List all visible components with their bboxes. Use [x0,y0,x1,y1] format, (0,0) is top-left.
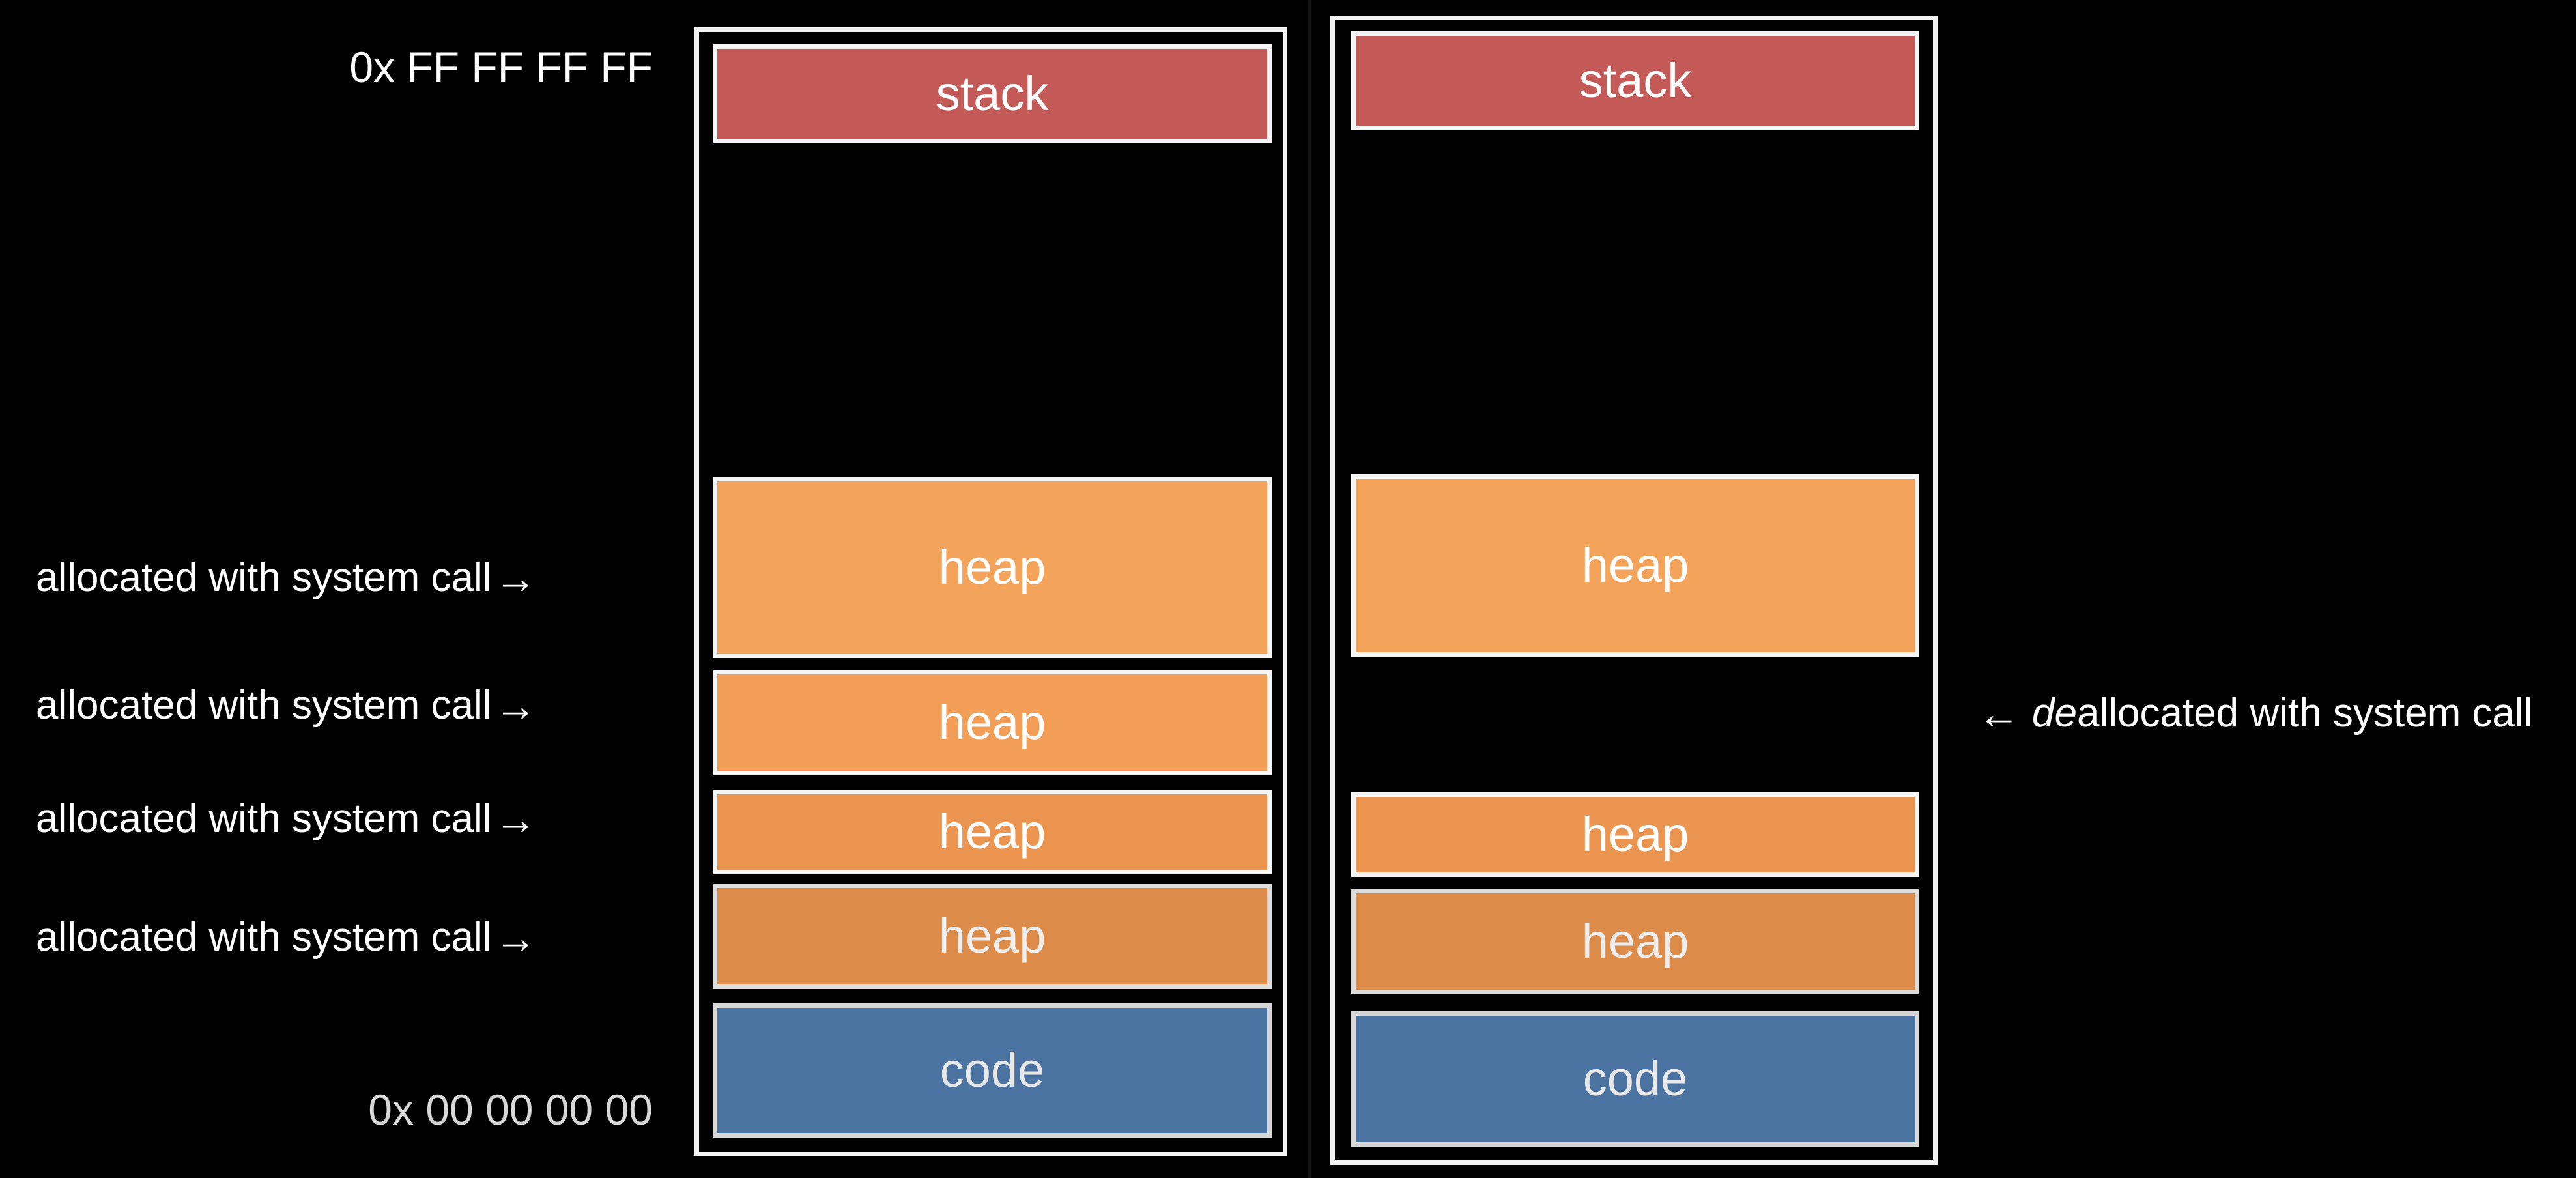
heap-segment-3: heap [1351,792,1919,877]
segment-label: heap [938,805,1046,859]
address-low-label: 0x 00 00 00 00 [368,1085,653,1134]
address-high-label: 0x FF FF FF FF [349,43,653,91]
panel-divider [1308,0,1311,1178]
heap-segment-3: heap [713,790,1272,874]
allocation-note-text: allocated with system call [36,555,492,600]
right-arrow-icon: → [494,554,537,602]
deallocation-note-text: allocated with system call [2076,691,2533,736]
heap-segment-4: heap [713,884,1272,989]
left-arrow-icon: ← [1977,689,2020,738]
heap-segment-1: heap [713,477,1272,658]
right-arrow-icon: → [494,913,537,962]
allocation-note-text: allocated with system call [36,915,492,960]
allocation-note-4: allocated with system call → [36,916,537,959]
code-segment: code [1351,1011,1919,1147]
segment-label: stack [936,66,1049,121]
stack-segment: stack [713,44,1272,143]
code-segment: code [713,1003,1272,1138]
allocation-note-text: allocated with system call [36,683,492,728]
allocation-note-2: allocated with system call → [36,684,537,727]
segment-label: stack [1579,53,1692,108]
allocation-note-3: allocated with system call → [36,797,537,840]
segment-label: code [939,1043,1045,1097]
heap-segment-1: heap [1351,474,1919,657]
stack-segment: stack [1351,31,1919,130]
right-arrow-icon: → [494,682,537,730]
segment-label: code [1582,1052,1688,1106]
segment-label: heap [938,909,1046,963]
right-arrow-icon: → [494,795,537,843]
deallocation-prefix: de [2032,691,2077,736]
segment-label: heap [938,540,1046,594]
segment-label: heap [1581,807,1689,861]
segment-label: heap [938,695,1046,749]
heap-segment-4: heap [1351,889,1919,994]
segment-label: heap [1581,538,1689,592]
segment-label: heap [1581,914,1689,968]
allocation-note-1: allocated with system call → [36,556,537,599]
heap-segment-2: heap [713,670,1272,775]
allocation-note-text: allocated with system call [36,796,492,841]
